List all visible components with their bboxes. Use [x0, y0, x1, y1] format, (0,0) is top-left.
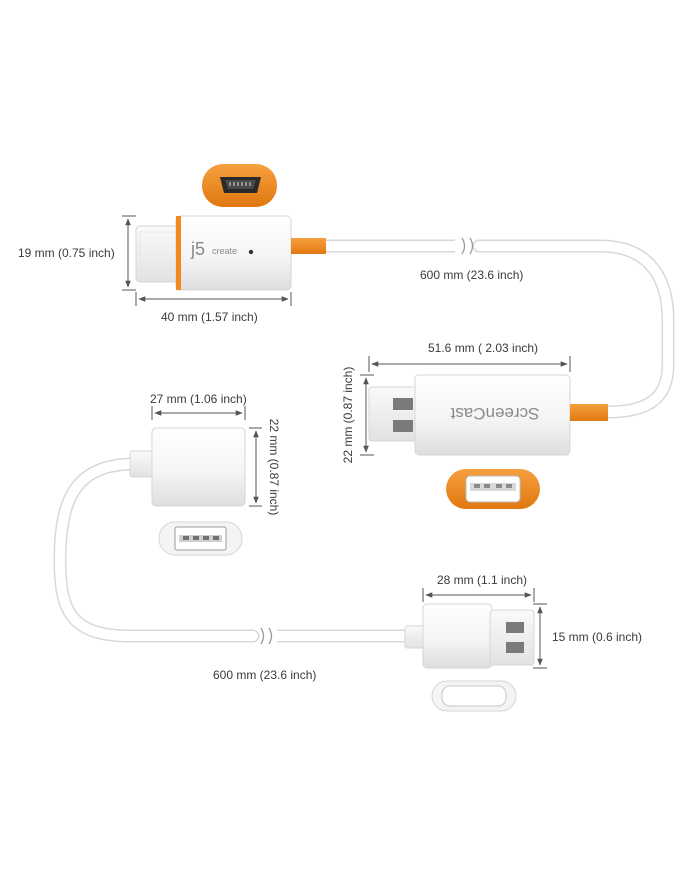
usb-female-connector — [129, 427, 246, 507]
screencast-width-label: 51.6 mm ( 2.03 inch) — [428, 341, 538, 355]
usb-male-connector — [404, 603, 535, 669]
screencast-height-label: 22 mm (0.87 inch) — [341, 367, 355, 464]
hdmi-port-icon — [202, 164, 277, 207]
usb-a-female-port-icon — [158, 521, 243, 556]
screencast-brand-label: ScreenCast — [450, 404, 539, 423]
hdmi-width-label: 40 mm (1.57 inch) — [161, 310, 258, 324]
hdmi-height-label: 19 mm (0.75 inch) — [18, 246, 115, 260]
cable-bottom — [53, 457, 405, 643]
usb-a-male-plug-icon — [431, 680, 517, 712]
j5create-logo: j5 create — [190, 239, 237, 259]
hdmi-adapter — [135, 215, 326, 291]
cable-bottom-break-icon — [260, 627, 273, 645]
usb-a-port-orange-icon — [446, 469, 540, 509]
usb-male-height-label: 15 mm (0.6 inch) — [552, 630, 642, 644]
cable-top-length-label: 600 mm (23.6 inch) — [420, 268, 523, 282]
usb-male-width-label: 28 mm (1.1 inch) — [437, 573, 527, 587]
svg-text:create: create — [212, 246, 237, 256]
cable-top — [326, 239, 675, 419]
screencast-dongle: ScreenCast — [368, 374, 608, 456]
svg-text:j5: j5 — [190, 239, 205, 259]
usb-female-width-label: 27 mm (1.06 inch) — [150, 392, 247, 406]
usb-female-height-label: 22 mm (0.87 inch) — [267, 419, 281, 516]
cable-top-break-icon — [461, 237, 474, 255]
cable-bottom-length-label: 600 mm (23.6 inch) — [213, 668, 316, 682]
